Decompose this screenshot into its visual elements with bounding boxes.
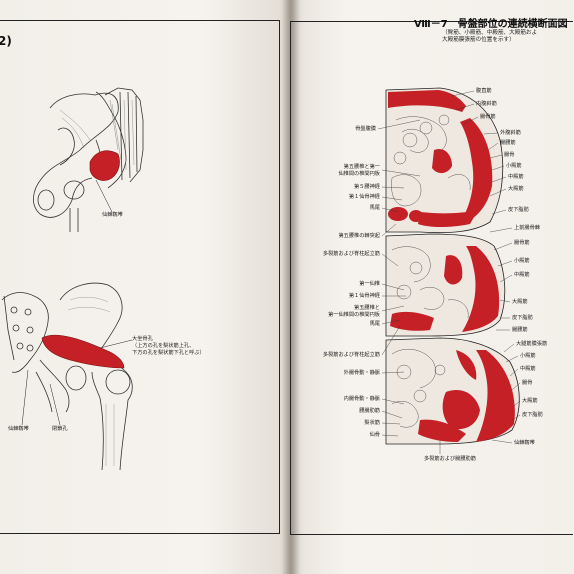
- label-left-4: 第５腰神経: [354, 184, 380, 190]
- label-right-24: 仙棘靱帯: [514, 440, 535, 446]
- label-right-16: 皮下脂肪: [512, 315, 533, 321]
- label-right-6: 腸骨: [504, 152, 515, 158]
- label-left-5: 第１仙骨神経: [348, 194, 380, 200]
- label-right-8: 中殿筋: [508, 174, 524, 180]
- label-left-20: 多裂筋および腸腰肋筋: [424, 456, 476, 462]
- label-right-20: 中殿筋: [520, 366, 536, 372]
- fig2-ligament-label: 仙棘靱帯: [8, 426, 29, 432]
- label-left-1: 骨盤腹膜: [355, 126, 376, 132]
- fig2-foramen-note-2: 下方の孔を梨状筋下孔と呼ぶ）: [132, 350, 205, 356]
- label-right-21: 腸骨: [522, 380, 533, 386]
- fig1-sacrospinous-label: 仙棘靱帯: [102, 212, 123, 218]
- label-left-6: 馬尾: [369, 205, 380, 211]
- label-right-1: 腹直筋: [476, 88, 492, 94]
- label-right-17: 腸腰筋: [512, 327, 528, 333]
- left-page: [0, 0, 290, 574]
- label-left-14: 多裂筋および脊柱起立筋: [322, 352, 380, 358]
- title-caption: （臀筋、小殿筋、中殿筋、大殿筋およ 大殿筋膜張筋の位置を示す）: [442, 30, 570, 44]
- label-right-2: 内腹斜筋: [476, 101, 497, 107]
- label-left-7: 第五腰椎の棘突起: [338, 233, 380, 239]
- label-right-22: 大殿筋: [522, 398, 538, 404]
- label-left-17: 腰腸肋筋: [359, 408, 380, 414]
- caption-line-2: 大殿筋膜張筋の位置を示す）: [442, 37, 515, 43]
- label-right-15: 大殿筋: [512, 299, 528, 305]
- label-right-19: 小殿筋: [520, 353, 536, 359]
- fig2-foramen-label: 大坐骨孔: [132, 336, 153, 342]
- label-left-10: 第１仙骨神経: [348, 293, 380, 299]
- label-left-3: 仙椎間の椎間円板: [338, 171, 380, 177]
- label-right-13: 小殿筋: [514, 258, 530, 264]
- label-left-16: 内腸骨動・静脈: [343, 396, 380, 402]
- page-title: Ⅷ－7 骨盤部位の連続横断面図: [414, 19, 568, 30]
- label-right-3: 腸骨筋: [480, 114, 496, 120]
- label-left-18: 梨状筋: [364, 420, 380, 426]
- caption-line-1: （臀筋、小殿筋、中殿筋、大殿筋およ: [442, 30, 538, 36]
- label-right-23: 皮下脂肪: [522, 412, 543, 418]
- chapter-mark: 2): [0, 34, 12, 48]
- label-left-9: 第一仙椎: [359, 281, 380, 287]
- label-left-2: 第五腰椎と第一: [343, 164, 380, 170]
- label-right-10: 皮下脂肪: [508, 207, 529, 213]
- label-left-8: 多裂筋および脊柱起立筋: [322, 251, 380, 257]
- label-left-12: 第一仙椎間の椎間円板: [328, 312, 380, 318]
- fig2-obturator-label: 閉鎖孔: [52, 426, 68, 432]
- label-right-5: 腸腰筋: [500, 140, 516, 146]
- left-page-frame: [0, 20, 280, 534]
- label-right-4: 外腹斜筋: [500, 130, 521, 136]
- fig2-foramen-note-1: （上方の孔を梨状筋上孔、: [132, 343, 195, 349]
- label-left-13: 馬尾: [369, 321, 380, 327]
- book-gutter: [282, 0, 300, 574]
- label-right-18: 大腿筋膜張筋: [516, 341, 548, 347]
- label-left-11: 第五腰椎と: [354, 305, 380, 311]
- label-right-11: 上前腸骨棘: [514, 225, 540, 231]
- right-page-frame: [290, 21, 573, 535]
- label-left-15: 外腸骨動・静脈: [343, 370, 380, 376]
- label-left-19: 仙骨: [369, 432, 380, 438]
- label-right-7: 小殿筋: [506, 163, 522, 169]
- label-right-12: 腸骨筋: [514, 240, 530, 246]
- label-right-14: 中殿筋: [514, 272, 530, 278]
- label-right-9: 大殿筋: [508, 186, 524, 192]
